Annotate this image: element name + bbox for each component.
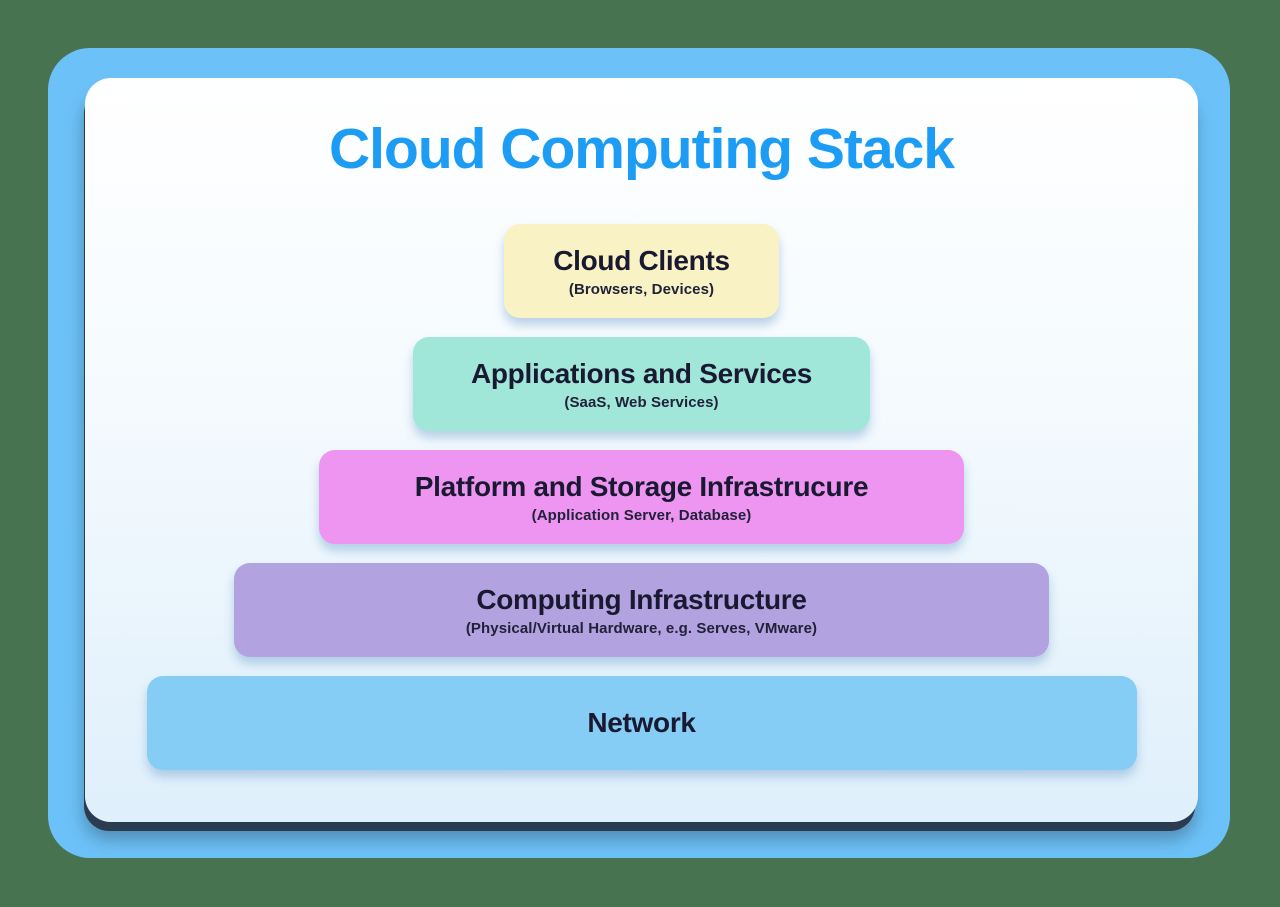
layer-network: Network	[146, 676, 1137, 770]
diagram-title: Cloud Computing Stack	[329, 117, 955, 181]
layer-title: Applications and Services	[470, 357, 813, 389]
layer-cloud-clients: Cloud Clients (Browsers, Devices)	[504, 224, 779, 318]
layer-title: Cloud Clients	[553, 244, 730, 276]
diagram-card: Cloud Computing Stack Cloud Clients (Bro…	[85, 78, 1198, 822]
layer-subtitle: (SaaS, Web Services)	[564, 393, 719, 411]
stack-container: Cloud Clients (Browsers, Devices) Applic…	[146, 224, 1137, 770]
layer-applications-and-services: Applications and Services (SaaS, Web Ser…	[413, 337, 870, 431]
layer-platform-and-storage-infrastructure: Platform and Storage Infrastrucure (Appl…	[319, 450, 964, 544]
layer-title: Computing Infrastructure	[476, 583, 807, 615]
layer-subtitle: (Browsers, Devices)	[568, 280, 715, 298]
layer-title: Network	[587, 707, 696, 738]
layer-subtitle: (Application Server, Database)	[531, 506, 752, 524]
layer-computing-infrastructure: Computing Infrastructure (Physical/Virtu…	[234, 563, 1049, 657]
layer-title: Platform and Storage Infrastrucure	[414, 470, 869, 502]
layer-subtitle: (Physical/Virtual Hardware, e.g. Serves,…	[465, 619, 818, 637]
